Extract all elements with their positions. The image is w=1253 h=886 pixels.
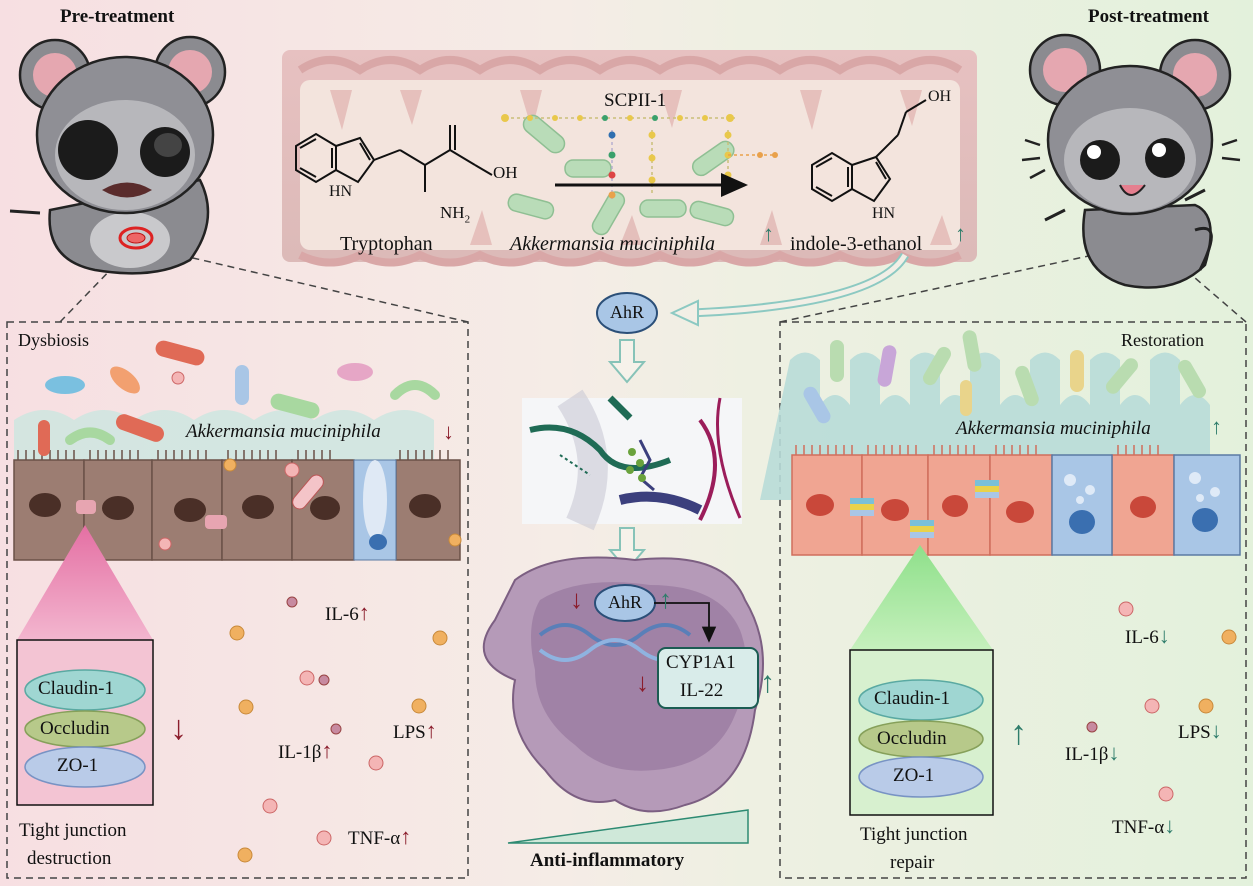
post-treatment-title: Post-treatment	[1088, 6, 1209, 27]
product-up-arrow: ↑	[955, 221, 966, 246]
right-bacterium-up-arrow: ↑	[1211, 414, 1222, 439]
left-zo1-label: ZO-1	[57, 755, 99, 776]
product-hn: HN	[872, 205, 896, 222]
right-il1b: IL-1β↓	[1065, 740, 1119, 766]
bacterium-label: Akkermansia muciniphila	[510, 233, 715, 255]
left-tnf-text: TNF-α	[348, 828, 401, 849]
down-arrow-1	[607, 339, 647, 384]
healthy-mouse-illustration	[1021, 33, 1241, 289]
right-cytokine-dots	[1086, 601, 1237, 802]
left-lps-up-arrow: ↑	[425, 718, 437, 743]
tryptophan-hn: HN	[329, 183, 353, 200]
left-occludin-label: Occludin	[40, 718, 110, 739]
restoration-label: Restoration	[1121, 330, 1204, 350]
ahr-up-arrow: ↑	[659, 585, 672, 614]
docking-image	[522, 389, 742, 531]
right-lps-text: LPS	[1178, 722, 1211, 743]
strain-label: SCPII-1	[604, 90, 667, 111]
product-oh: OH	[928, 88, 952, 105]
left-cytokine-dots	[158, 371, 462, 863]
tryptophan-oh: OH	[493, 163, 518, 182]
target-gene-1: CYP1A1	[666, 652, 736, 673]
target-gene-2: IL-22	[680, 680, 724, 701]
left-tnf: TNF-α↑	[348, 824, 411, 850]
left-junction-caption-1: Tight junction	[19, 820, 127, 841]
ahr-label: AhR	[610, 302, 645, 322]
right-il6-text: IL-6	[1125, 627, 1159, 648]
pre-treatment-title: Pre-treatment	[60, 6, 175, 27]
right-il1b-text: IL-1β	[1065, 744, 1109, 765]
right-zoom-triangle	[850, 545, 993, 650]
left-il1b-text: IL-1β	[278, 742, 322, 763]
product-label: indole-3-ethanol	[790, 233, 923, 255]
left-il1b: IL-1β↑	[278, 738, 332, 764]
left-junction-down-arrow: ↓	[170, 710, 187, 747]
dysbiosis-label: Dysbiosis	[18, 330, 90, 350]
left-zoom-triangle	[17, 525, 153, 640]
left-il6-text: IL-6	[325, 604, 359, 625]
dna-down-arrow: ↓	[636, 668, 649, 697]
left-epithelium	[13, 340, 461, 561]
right-tnf-down-arrow: ↓	[1164, 813, 1176, 838]
right-il6: IL-6↓	[1125, 623, 1170, 649]
left-bacterium-label: Akkermansia muciniphila	[186, 421, 381, 442]
right-il6-down-arrow: ↓	[1158, 623, 1170, 648]
left-tnf-up-arrow: ↑	[400, 824, 412, 849]
left-il1b-up-arrow: ↑	[321, 738, 333, 763]
ahr-down-arrow: ↓	[570, 585, 583, 614]
nh-text: NH	[440, 203, 465, 222]
indole-3-ethanol-structure	[811, 99, 927, 203]
ahr-receptor-shape	[596, 292, 658, 334]
left-il6: IL-6↑	[325, 600, 370, 626]
left-junction-caption-2: destruction	[27, 848, 112, 869]
right-tnf-text: TNF-α	[1112, 817, 1165, 838]
macrophage-cell	[482, 556, 764, 813]
targets-up-arrow: ↑	[760, 666, 775, 699]
tryptophan-structure	[295, 125, 493, 192]
bacterium-up-arrow: ↑	[763, 221, 774, 246]
left-lps-text: LPS	[393, 722, 426, 743]
right-lps-down-arrow: ↓	[1210, 718, 1222, 743]
anti-inflammatory-wedge	[507, 809, 749, 844]
right-junction-caption-1: Tight junction	[860, 824, 968, 845]
right-bacterium-label: Akkermansia muciniphila	[956, 418, 1151, 439]
left-il6-up-arrow: ↑	[358, 600, 370, 625]
right-zo1-label: ZO-1	[893, 765, 935, 786]
left-panel-border	[6, 321, 469, 879]
right-panel-border	[779, 321, 1247, 879]
right-lps: LPS↓	[1178, 718, 1222, 744]
left-lps: LPS↑	[393, 718, 437, 744]
right-claudin-label: Claudin-1	[874, 688, 950, 709]
ahr-nucleus-label: AhR	[608, 592, 643, 612]
sick-mouse-illustration	[9, 35, 227, 275]
left-bacterium-down-arrow: ↓	[443, 419, 454, 444]
anti-inflammatory-label: Anti-inflammatory	[530, 850, 685, 871]
left-claudin-label: Claudin-1	[38, 678, 114, 699]
right-tnf: TNF-α↓	[1112, 813, 1175, 839]
gut-lumen	[282, 50, 977, 267]
substrate-label: Tryptophan	[340, 233, 433, 255]
right-epithelium	[760, 330, 1241, 556]
right-occludin-label: Occludin	[877, 728, 947, 749]
right-junction-up-arrow: ↑	[1010, 715, 1027, 752]
right-il1b-down-arrow: ↓	[1108, 740, 1120, 765]
nh-subscript: 2	[464, 213, 471, 226]
tryptophan-nh2: NH2	[440, 203, 470, 225]
right-junction-caption-2: repair	[890, 852, 935, 873]
